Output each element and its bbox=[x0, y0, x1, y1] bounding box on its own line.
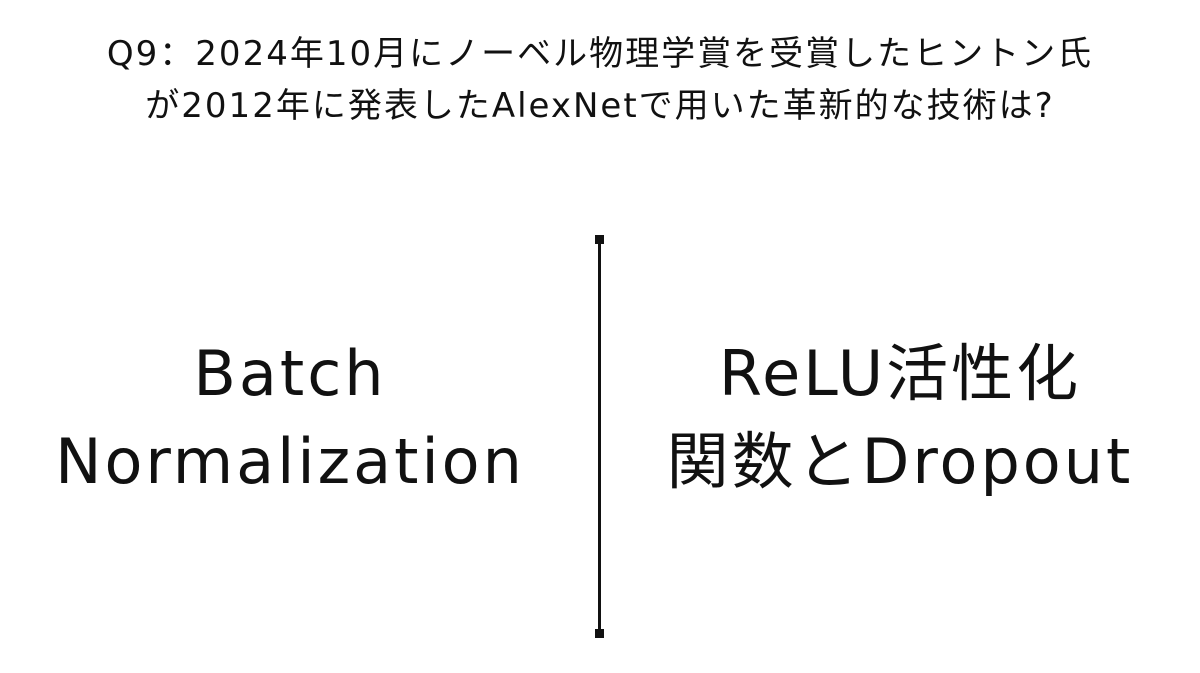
option-right[interactable]: ReLU活性化 関数とDropout bbox=[620, 330, 1180, 506]
question-line-1: Q9：2024年10月にノーベル物理学賞を受賞したヒントン氏 bbox=[106, 34, 1094, 74]
divider-top-cap bbox=[595, 235, 604, 244]
divider-line bbox=[598, 240, 601, 634]
option-left-line-2: Normalization bbox=[55, 425, 525, 498]
option-left-line-1: Batch bbox=[193, 337, 387, 410]
question-line-2: が2012年に発表したAlexNetで用いた革新的な技術は? bbox=[145, 86, 1055, 126]
option-left[interactable]: Batch Normalization bbox=[10, 330, 570, 506]
divider-bottom-cap bbox=[595, 629, 604, 638]
question-text: Q9：2024年10月にノーベル物理学賞を受賞したヒントン氏 が2012年に発表… bbox=[0, 28, 1200, 132]
option-right-line-1: ReLU活性化 bbox=[718, 337, 1082, 410]
option-right-line-2: 関数とDropout bbox=[666, 425, 1134, 498]
